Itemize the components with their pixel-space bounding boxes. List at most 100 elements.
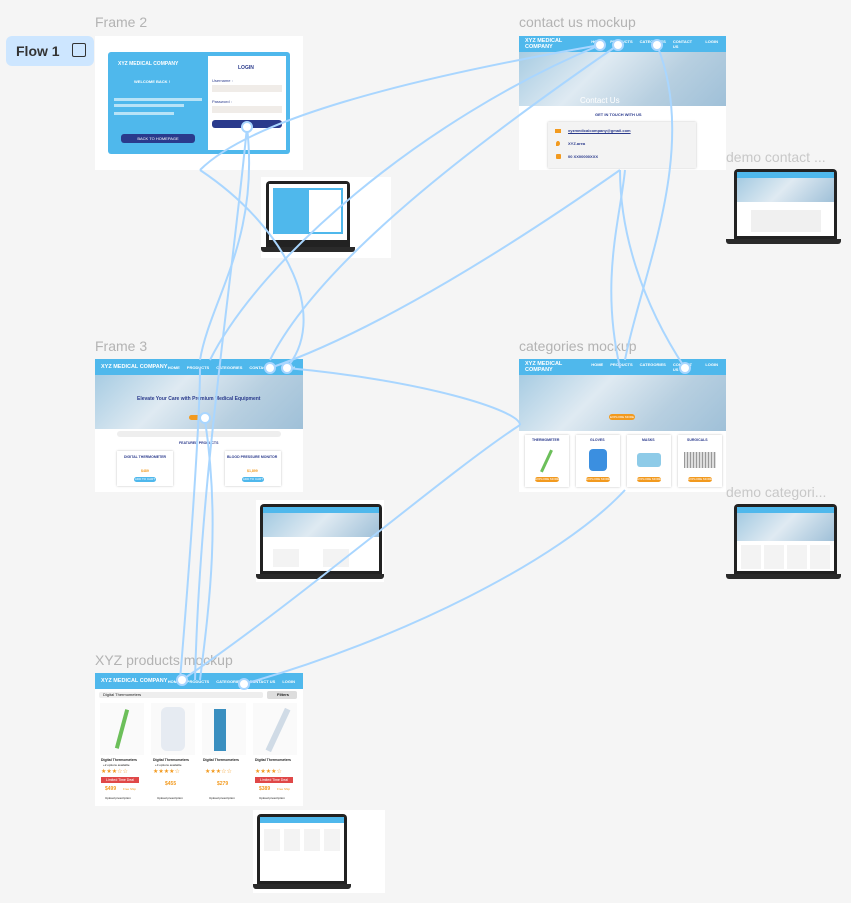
connector-contact-login bbox=[199, 44, 601, 171]
featured-name-1: DIGITAL THERMOMETER bbox=[124, 455, 167, 459]
home-search-bar[interactable] bbox=[117, 431, 281, 437]
laptop-home-preview[interactable] bbox=[256, 500, 384, 582]
laptop-login-preview[interactable] bbox=[261, 177, 391, 258]
category-card-masks[interactable]: MASKS EXPLORE MORE bbox=[627, 435, 671, 487]
product-name-2[interactable]: Digital Thermometers bbox=[153, 758, 189, 762]
categories-nav-home[interactable]: HOME bbox=[591, 362, 604, 367]
laptop-contact-preview[interactable] bbox=[726, 169, 841, 246]
demo-contact-label[interactable]: demo contact ... bbox=[726, 149, 826, 165]
category-card-surgicals[interactable]: SURGICALS EXPLORE MORE bbox=[678, 435, 722, 487]
connector-home-products bbox=[199, 419, 214, 681]
category-name-4: SURGICALS bbox=[687, 438, 708, 442]
product-image-1[interactable] bbox=[100, 703, 144, 755]
product-name-1[interactable]: Digital Thermometers bbox=[101, 758, 137, 762]
categories-nav-products[interactable]: PRODUCTS bbox=[610, 362, 633, 367]
product-image-4[interactable] bbox=[253, 703, 297, 755]
contact-brand: XYZ MEDICAL COMPANY bbox=[525, 38, 563, 50]
category-explore-1[interactable]: EXPLORE MORE bbox=[535, 477, 560, 482]
product-options-1: +2 options available bbox=[103, 763, 130, 767]
featured-card-1[interactable]: DIGITAL THERMOMETER $489 ADD TO CART bbox=[117, 451, 173, 486]
frame-2-login[interactable]: XYZ MEDICAL COMPANY WELCOME BACK ! BACK … bbox=[95, 36, 303, 170]
product-deal-4: Limited Time Deal bbox=[255, 777, 293, 783]
add-to-cart-1[interactable]: ADD TO CART bbox=[134, 477, 156, 482]
product-name-3[interactable]: Digital Thermometers bbox=[203, 758, 239, 762]
category-card-thermometer[interactable]: THERMOMETER EXPLORE MORE bbox=[525, 435, 569, 487]
products-mockup-label[interactable]: XYZ products mockup bbox=[95, 652, 233, 668]
frame-3-label[interactable]: Frame 3 bbox=[95, 338, 148, 354]
category-name-2: GLOVES bbox=[590, 438, 605, 442]
username-label: Username : bbox=[212, 78, 233, 83]
mini-contact-card bbox=[751, 210, 821, 232]
mini-categories-nav bbox=[737, 507, 834, 513]
product-deal-1: Limited Time Deal bbox=[101, 777, 139, 783]
categories-brand: XYZ MEDICAL COMPANY bbox=[525, 361, 563, 373]
laptop-base-categories bbox=[726, 574, 841, 579]
products-nav-login[interactable]: LOGIN bbox=[282, 678, 295, 684]
laptop-display-categories bbox=[737, 507, 834, 571]
featured-products-heading: FEATURED PRODUCTS bbox=[179, 441, 219, 445]
masks-image bbox=[637, 453, 661, 467]
play-frame-icon[interactable] bbox=[72, 43, 86, 57]
contact-mockup-label[interactable]: contact us mockup bbox=[519, 14, 636, 30]
home-nav-contact[interactable]: CONTACT US bbox=[249, 364, 276, 370]
hotspot-products-categories bbox=[238, 678, 250, 690]
mini-product-1 bbox=[264, 829, 280, 851]
home-brand: XYZ MEDICAL COMPANY bbox=[101, 364, 168, 370]
category-explore-3[interactable]: EXPLORE MORE bbox=[637, 477, 662, 482]
featured-card-2[interactable]: BLOOD PRESSURE MONITOR $1,899 ADD TO CAR… bbox=[225, 451, 281, 486]
hotspot-home-hero bbox=[199, 412, 211, 424]
categories-mockup[interactable]: XYZ MEDICAL COMPANY HOME PRODUCTS CATEGO… bbox=[519, 359, 726, 492]
contact-nav-contact[interactable]: CONTACT US bbox=[672, 39, 693, 49]
mini-home-nav bbox=[263, 507, 379, 513]
password-input[interactable] bbox=[212, 106, 282, 113]
product-price-4: $389 bbox=[259, 786, 271, 792]
contact-hero-title: Contact Us bbox=[580, 96, 620, 105]
category-explore-2[interactable]: EXPLORE MORE bbox=[586, 477, 611, 482]
username-input[interactable] bbox=[212, 85, 282, 92]
home-nav-categories[interactable]: CATEGORIES bbox=[216, 364, 243, 370]
demo-categories-label[interactable]: demo categori... bbox=[726, 484, 827, 500]
categories-mockup-label[interactable]: categories mockup bbox=[519, 338, 637, 354]
categories-hero-button[interactable]: EXPLORE MORE bbox=[609, 414, 635, 420]
products-nav-products[interactable]: PRODUCTS bbox=[186, 678, 210, 684]
featured-price-2: $1,899 bbox=[247, 469, 258, 473]
products-nav-categories[interactable]: CATEGORIES bbox=[216, 678, 243, 684]
connector-products-categories-2 bbox=[243, 489, 626, 685]
laptop-display-contact bbox=[737, 172, 834, 236]
connector-home-login bbox=[199, 169, 305, 371]
product-note-1: Upload prescription bbox=[105, 796, 131, 800]
connector-products-home bbox=[179, 367, 201, 681]
categories-nav-login[interactable]: LOGIN bbox=[705, 362, 718, 367]
flow-1-pill[interactable]: Flow 1 bbox=[6, 36, 94, 66]
connector-contact-home bbox=[209, 44, 601, 361]
connector-contact-categories bbox=[624, 44, 674, 361]
categories-nav-categories[interactable]: CATEGORIES bbox=[639, 362, 666, 367]
products-search-bar[interactable]: Digital Thermometers bbox=[99, 692, 263, 698]
contact-email[interactable]: xyzmedicalcompany@gmail.com bbox=[568, 128, 631, 133]
products-mockup[interactable]: XYZ MEDICAL COMPANY HOME PRODUCTS CATEGO… bbox=[95, 673, 303, 806]
home-nav-home[interactable]: HOME bbox=[167, 364, 180, 370]
category-card-gloves[interactable]: GLOVES EXPLORE MORE bbox=[576, 435, 620, 487]
product-sub-1: Free Ship bbox=[123, 787, 137, 791]
product-image-2[interactable] bbox=[151, 703, 195, 755]
products-nav-contact[interactable]: CONTACT US bbox=[249, 678, 276, 684]
product-price-1: $499 bbox=[105, 786, 117, 792]
product-name-4[interactable]: Digital Thermometers bbox=[255, 758, 291, 762]
filters-button[interactable]: Filters bbox=[267, 691, 297, 699]
mini-category-card-1 bbox=[741, 545, 761, 569]
laptop-categories-preview[interactable] bbox=[726, 504, 841, 581]
home-nav-products[interactable]: PRODUCTS bbox=[186, 364, 210, 370]
mail-icon bbox=[555, 129, 561, 133]
hotspot-contact-home bbox=[594, 39, 606, 51]
add-to-cart-2[interactable]: ADD TO CART bbox=[242, 477, 264, 482]
products-nav-home[interactable]: HOME bbox=[167, 678, 180, 684]
frame-2-label[interactable]: Frame 2 bbox=[95, 14, 148, 30]
product-stars-1: ★★★☆☆ bbox=[101, 769, 128, 775]
contact-nav-login[interactable]: LOGIN bbox=[705, 39, 718, 44]
product-image-3[interactable] bbox=[202, 703, 246, 755]
category-explore-4[interactable]: EXPLORE MORE bbox=[688, 477, 713, 482]
products-search-text: Digital Thermometers bbox=[103, 692, 142, 697]
hotspot-home-login bbox=[281, 362, 293, 374]
back-to-homepage-button[interactable]: BACK TO HOMEPAGE bbox=[121, 134, 195, 143]
laptop-products-preview[interactable] bbox=[253, 810, 385, 893]
